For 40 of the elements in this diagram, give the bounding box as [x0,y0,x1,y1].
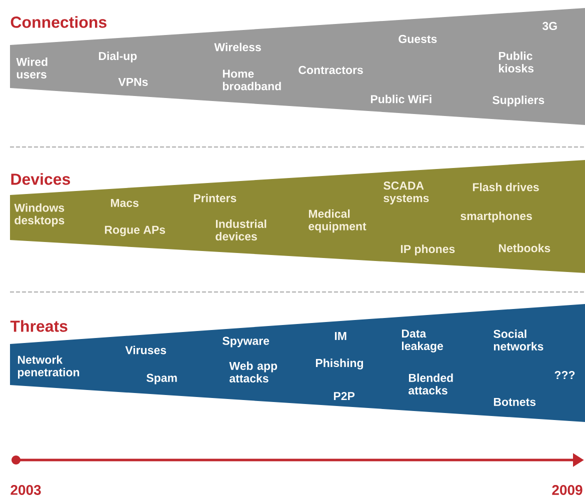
item-label: Contractors [298,66,363,74]
item-label: Spyware [222,336,270,348]
band-heading: Connections [10,16,106,28]
item-label: IM [334,332,346,340]
item-label: Wireless [214,42,261,52]
item-label: smartphones [460,212,532,222]
item-label: Spam [146,374,177,384]
item-label: ??? [554,370,575,380]
item-label: Social networks [494,330,544,350]
item-label: Public kiosks [498,52,534,72]
item-label: Suppliers [492,96,544,106]
item-label: VPNs [118,78,148,86]
item-label: Printers [194,194,236,202]
item-label: Public WiFi [370,94,432,104]
item-label: Wired users [16,58,48,78]
year-label: 2009 [552,485,582,495]
item-label: Dial-up [98,52,137,62]
item-label: Macs [110,199,138,207]
item-label: Blended attacks [408,374,453,394]
item-label: Windows desktops [14,203,64,227]
band-heading: Devices [11,173,70,185]
item-label: 3G [542,22,557,30]
item-label: Data leakage [402,330,444,352]
item-label: Industrial devices [216,220,266,240]
item-label: IP phones [400,244,455,256]
item-label: Viruses [125,346,166,354]
item-label: Rogue APs [104,226,166,236]
item-label: Network penetration [18,355,80,379]
item-label: Flash drives [472,182,539,192]
item-label: SCADA systems [384,182,429,204]
item-label: Phishing [316,358,363,370]
item-label: Medical equipment [308,209,366,233]
item-label: Guests [398,34,437,44]
item-label: P2P [334,392,355,400]
item-label: Web app attacks [229,362,278,382]
item-label: Botnets [494,398,536,406]
item-label: Netbooks [498,244,550,252]
item-label: Home broadband [222,70,281,90]
year-label: 2003 [10,485,41,495]
band-heading: Threats [10,320,68,332]
